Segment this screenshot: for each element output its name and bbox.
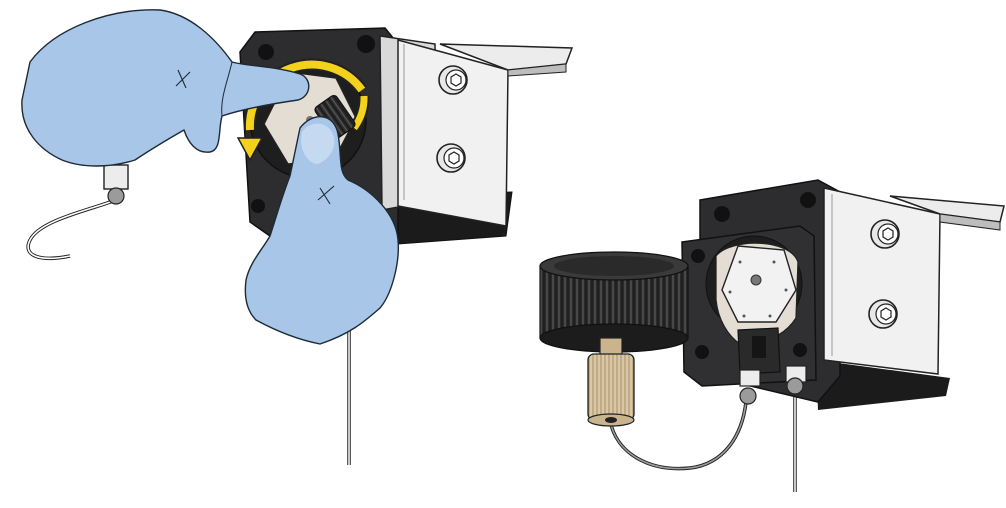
hex-socket-bolt-icon [439, 66, 467, 94]
tube-ferrule [740, 388, 756, 404]
left-panel [22, 10, 572, 465]
hex-socket-bolt-icon [871, 220, 899, 248]
left-bracket [380, 36, 572, 226]
right-bracket [824, 188, 1004, 374]
hex-socket-bolt-icon [437, 144, 465, 172]
tube-ferrule [108, 188, 124, 204]
hex-socket-bolt-icon [869, 300, 897, 328]
tube-fitting [104, 165, 128, 189]
tube-fitting [740, 370, 760, 386]
left-tubing-loop [28, 165, 128, 258]
big-knurled-knob [540, 252, 688, 352]
tube-ferrule [787, 378, 803, 394]
right-panel [540, 180, 1004, 492]
